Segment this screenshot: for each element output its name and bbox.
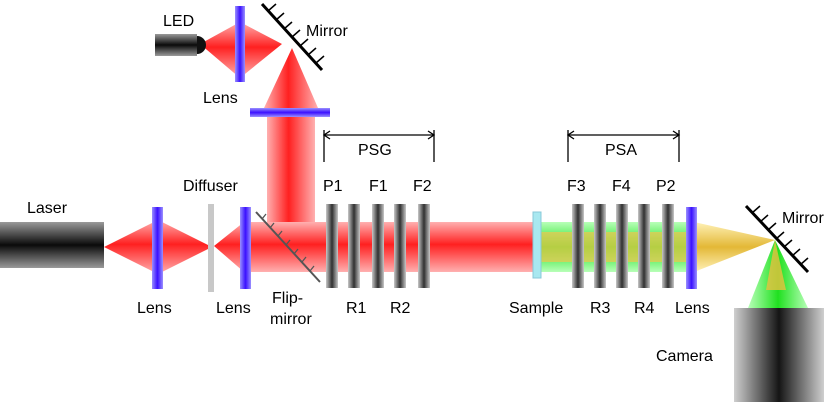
- lens-diffuser: [240, 207, 251, 289]
- lens-diffuser-label: Lens: [216, 300, 251, 317]
- optic-r1: [348, 204, 360, 288]
- optic-p2: [662, 204, 674, 288]
- laser-beam-converging: [158, 220, 212, 274]
- camera-label: Camera: [656, 348, 713, 365]
- optic-r2: [394, 204, 406, 288]
- psg-label: PSG: [358, 142, 392, 159]
- optic-r3: [594, 204, 606, 288]
- optic-f4: [616, 204, 628, 288]
- mirror-top-label: Mirror: [306, 23, 348, 40]
- optic-r4: [638, 204, 650, 288]
- f4-label: F4: [612, 178, 631, 195]
- lens-camera: [686, 207, 697, 289]
- diffuser-beam: [214, 222, 244, 272]
- psa-label: PSA: [605, 142, 637, 159]
- led-beam-cone: [200, 22, 240, 78]
- lens-laser: [152, 207, 163, 289]
- mirror-right-label: Mirror: [782, 210, 824, 227]
- camera-body: [734, 308, 824, 402]
- lens-laser-label: Lens: [137, 300, 172, 317]
- main-beam: [244, 222, 536, 272]
- vertical-beam: [267, 114, 315, 234]
- lens-led-label: Lens: [203, 90, 238, 107]
- psg-bracket: [322, 130, 436, 162]
- f1-label: F1: [369, 178, 388, 195]
- p2-label: P2: [656, 178, 676, 195]
- mirror-to-lens-beam: [264, 48, 318, 108]
- r3-label: R3: [590, 300, 611, 317]
- led-label: LED: [163, 13, 194, 30]
- mirror-top: [260, 2, 325, 72]
- led-dome: [197, 36, 206, 54]
- f3-label: F3: [567, 178, 586, 195]
- laser-label: Laser: [27, 200, 68, 217]
- f2-label: F2: [413, 178, 432, 195]
- diffuser: [208, 204, 214, 292]
- optic-f1: [372, 204, 384, 288]
- laser-beam-diverging: [104, 220, 158, 274]
- laser-body: [0, 222, 104, 268]
- flip-mirror-label-2: mirror: [270, 311, 312, 328]
- psa-bracket: [566, 130, 681, 162]
- optic-f3: [572, 204, 584, 288]
- flip-mirror-label-1: Flip-: [272, 290, 303, 307]
- optic-f2: [418, 204, 430, 288]
- mirror-to-camera-beam-yellow: [766, 240, 786, 290]
- sample-label: Sample: [509, 300, 563, 317]
- optic-p1: [326, 204, 338, 288]
- diffuser-label: Diffuser: [183, 178, 239, 195]
- lens-horizontal: [250, 108, 330, 117]
- lens-camera-label: Lens: [675, 300, 710, 317]
- led-beam-converging: [240, 22, 282, 78]
- p1-label: P1: [323, 178, 343, 195]
- led-body: [155, 34, 197, 56]
- mirror-right: [744, 204, 810, 274]
- r2-label: R2: [390, 300, 411, 317]
- lens-led: [235, 6, 245, 82]
- sample-slide: [532, 211, 542, 279]
- r1-label: R1: [346, 300, 367, 317]
- lens-to-mirror-beam: [694, 222, 775, 272]
- r4-label: R4: [634, 300, 655, 317]
- flip-mirror: [255, 211, 321, 283]
